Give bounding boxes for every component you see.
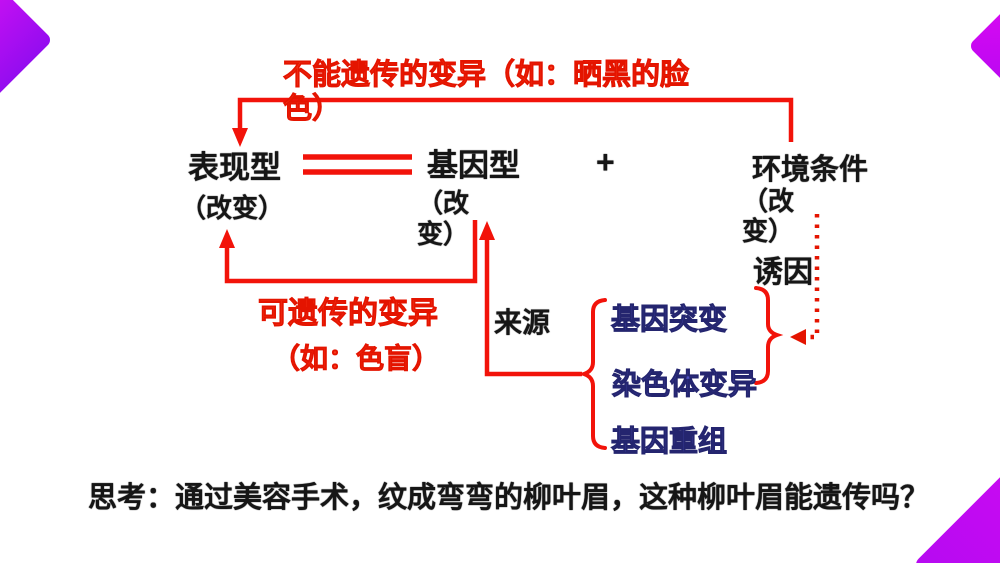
- label-source: 来源: [494, 307, 551, 338]
- equals-sign: [303, 154, 412, 175]
- right-brace: [754, 286, 784, 385]
- label-non-heritable-variation: 不能遗传的变异（如：晒黑的脸 色）: [283, 59, 690, 126]
- corner-diamond-bottom-right-icon: [916, 477, 1000, 563]
- label-genotype-changed: （改 变）: [416, 188, 469, 249]
- label-environment-conditions: 环境条件: [752, 154, 869, 186]
- question-text: 思考：通过美容手术，纹成弯弯的柳叶眉，这种柳叶眉能遗传吗？: [88, 482, 930, 514]
- plus-sign: +: [596, 144, 615, 180]
- corner-diamond-top-left-icon: [0, 0, 50, 93]
- label-heritable-variation: 可遗传的变异: [258, 297, 439, 331]
- label-chromosome-variation: 染色体变异: [611, 369, 758, 402]
- corner-diamond-top-right-icon: [971, 14, 1000, 78]
- label-inducement: 诱因: [753, 256, 813, 289]
- label-gene-recombination: 基因重组: [610, 426, 728, 459]
- label-heritable-example: （如：色盲）: [272, 343, 441, 375]
- left-brace: [577, 298, 607, 450]
- label-phenotype-changed: （改变）: [180, 193, 285, 223]
- label-gene-mutation: 基因突变: [610, 304, 728, 337]
- source-arrow: [479, 221, 582, 377]
- label-genotype: 基因型: [427, 148, 520, 183]
- label-environment-changed: （改 变）: [741, 186, 794, 246]
- label-phenotype: 表现型: [188, 150, 281, 185]
